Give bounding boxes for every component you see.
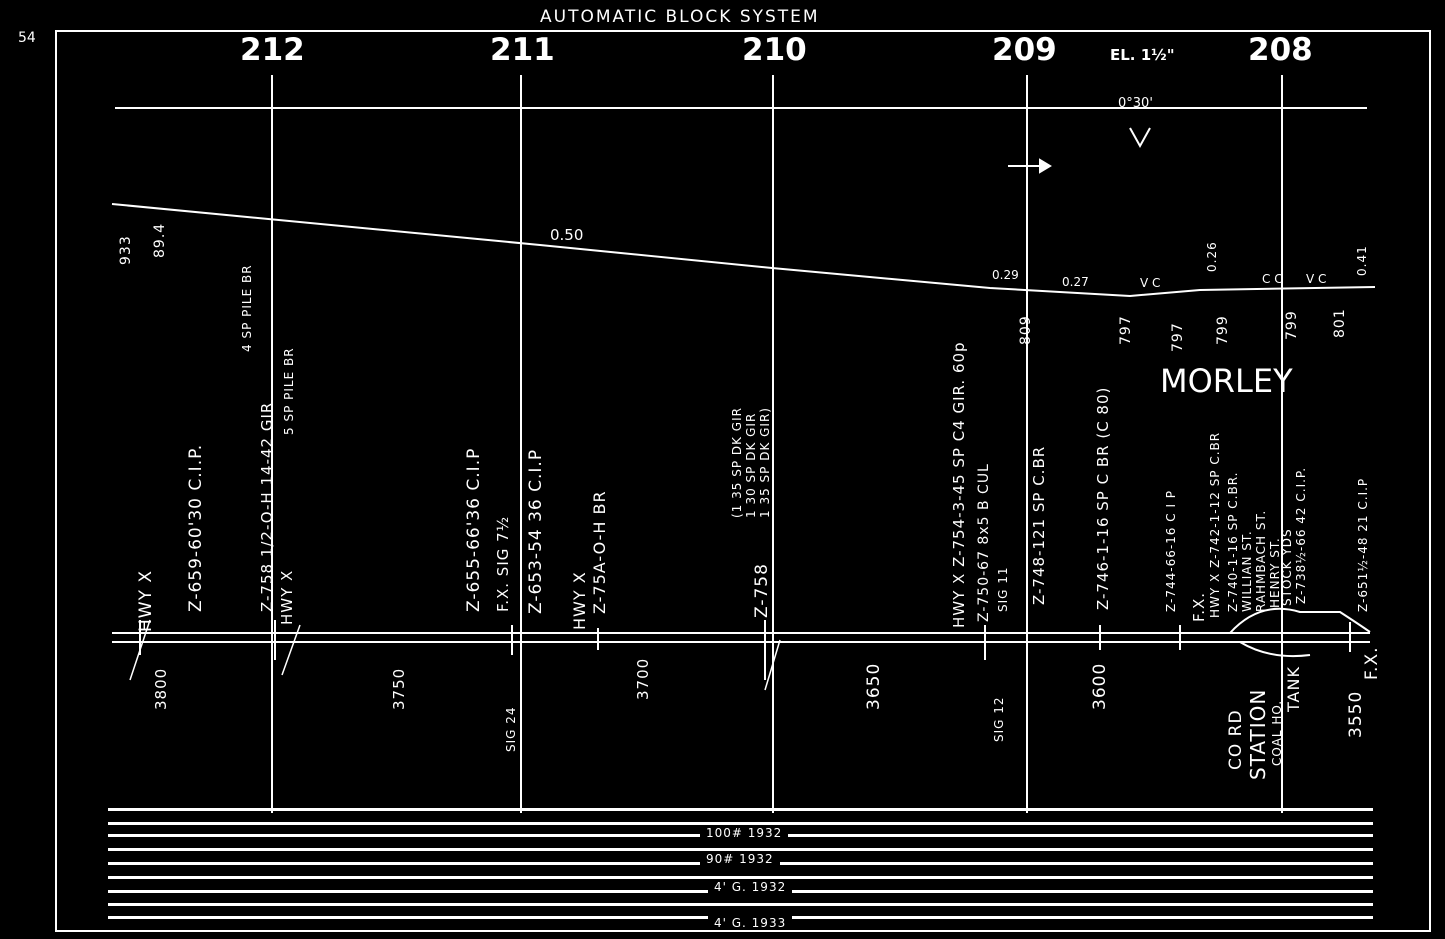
start-elevation-2: 89.4 [152, 222, 168, 258]
structure-hwy-x-1: HWY X [136, 569, 156, 632]
hwy-crossing-marks [129, 619, 781, 691]
facility-station: STATION [1246, 688, 1270, 780]
band-line-6 [108, 876, 1373, 879]
station-3800: 3800 [152, 667, 170, 710]
band-label-gauge-1933: 4' G. 1933 [708, 916, 793, 930]
structure-dk-gir-2: 1 30 SP DK GIR [744, 412, 758, 518]
milepost-line-209 [1026, 75, 1028, 813]
grade-label-4: 0.26 [1205, 241, 1219, 272]
street-willian: WILLIAN ST. [1240, 530, 1254, 612]
structure-ticks [139, 620, 1351, 680]
milepost-211: 211 [490, 32, 555, 68]
structure-z75a: Z-75A-O-H BR [590, 490, 609, 614]
grade-label-3: V C [1140, 276, 1161, 290]
structure-z746: Z-746-1-16 SP C BR (C 80) [1094, 386, 1112, 610]
structure-sig-11: SIG 11 [996, 566, 1010, 612]
main-grade: 0.50 [550, 226, 584, 244]
facility-coal-house: COAL HO. [1270, 699, 1284, 766]
structure-z750: Z-750-67 8x5 B CUL [976, 463, 992, 622]
facility-fx: F.X. [1362, 646, 1382, 680]
elevation-799a: 799 [1215, 315, 1231, 345]
milepost-line-210 [772, 75, 774, 813]
structure-hwy-x-2: HWY X [278, 569, 296, 625]
band-label-rail-100: 100# 1932 [700, 826, 789, 840]
band-label-rail-90: 90# 1932 [700, 852, 780, 866]
station-3700: 3700 [634, 657, 652, 700]
station-3550: 3550 [1346, 690, 1366, 738]
elevation-note: EL. 1½" [1110, 46, 1175, 64]
grade-label-2: 0.27 [1062, 275, 1089, 289]
corner-number: 54 [18, 30, 36, 46]
structure-z754: HWY X Z-754-3-45 SP C4 GIR. 60p [950, 341, 968, 628]
milepost-212: 212 [240, 32, 305, 68]
structure-z651: Z-651½-48 21 C.I.P [1356, 477, 1370, 612]
structure-z744: Z-744-66-16 C I P [1164, 489, 1178, 612]
band-line-1 [108, 808, 1373, 811]
station-siding [1229, 607, 1371, 634]
structure-z659: Z-659-60'30 C.I.P. [186, 443, 206, 612]
milepost-209: 209 [992, 32, 1057, 68]
structure-z653: Z-653-54 36 C.I.P [526, 448, 546, 614]
signal-24: SIG 24 [504, 706, 518, 752]
grade-label-5: C C [1262, 272, 1283, 286]
grade-profile-line [111, 203, 1376, 298]
drawing-frame [55, 30, 1431, 932]
facility-tank: TANK [1284, 666, 1303, 712]
station-3750: 3750 [390, 667, 408, 710]
arrow-marker-icon [1008, 158, 1052, 174]
milepost-line-212 [271, 75, 273, 813]
facility-co-rd: CO RD [1226, 709, 1246, 770]
grade-label-1: 0.29 [992, 268, 1019, 282]
milepost-line-211 [520, 75, 522, 813]
structure-4sp-pile: 4 SP PILE BR [240, 264, 254, 352]
elevation-797a: 797 [1118, 315, 1134, 345]
structure-dk-gir-1: (1 35 SP DK GIR [730, 407, 744, 518]
structure-z748: Z-748-121 SP C.BR [1030, 445, 1048, 605]
band-line-4 [108, 848, 1373, 851]
structure-hwy-x-3: HWY X [570, 571, 589, 630]
elevation-809: 809 [1018, 315, 1034, 345]
structure-z740: Z-740-1-16 SP C.BR. [1226, 471, 1240, 612]
structure-fx: F.X. [1190, 591, 1208, 622]
band-line-2 [108, 822, 1373, 825]
start-elevation-1: 933 [118, 235, 134, 265]
milepost-208: 208 [1248, 32, 1313, 68]
station-siding-2 [1239, 641, 1311, 658]
milepost-210: 210 [742, 32, 807, 68]
structure-z742: HWY X Z-742-1-12 SP C.BR [1208, 431, 1222, 618]
elevation-797b: 797 [1170, 322, 1186, 352]
street-rahmbach: RAHMBACH ST. [1254, 509, 1268, 612]
elevation-799b: 799 [1284, 310, 1300, 340]
structure-fx-sig: F.X. SIG 7½ [494, 515, 512, 612]
station-name: MORLEY [1160, 362, 1293, 400]
structure-z655: Z-655-66'36 C.I.P [464, 447, 484, 612]
band-label-gauge-1932: 4' G. 1932 [708, 880, 793, 894]
station-3600: 3600 [1090, 662, 1110, 710]
grade-label-6: V C [1306, 272, 1327, 286]
structure-5sp-pile: 5 SP PILE BR [282, 347, 296, 435]
band-line-8 [108, 903, 1373, 906]
diagram-title: AUTOMATIC BLOCK SYSTEM [540, 7, 820, 27]
structure-z738: Z-738½-66 42 C.I.P. [1294, 466, 1308, 604]
grade-label-7: 0.41 [1355, 245, 1369, 276]
structure-z758: Z-758 [752, 563, 772, 618]
signal-12: SIG 12 [992, 696, 1006, 742]
elevation-801: 801 [1332, 308, 1348, 338]
stock-yards: STOCK YDS [1280, 528, 1294, 606]
station-3650: 3650 [864, 662, 884, 710]
alignment-line [115, 107, 1367, 109]
curve-symbol-icon [1129, 127, 1151, 149]
structure-dk-gir-3: 1 35 SP DK GIR) [758, 407, 772, 518]
structure-z758-half: Z-758 1/2-O-H 14-42 GIR [258, 401, 276, 612]
milepost-line-208 [1281, 75, 1283, 813]
